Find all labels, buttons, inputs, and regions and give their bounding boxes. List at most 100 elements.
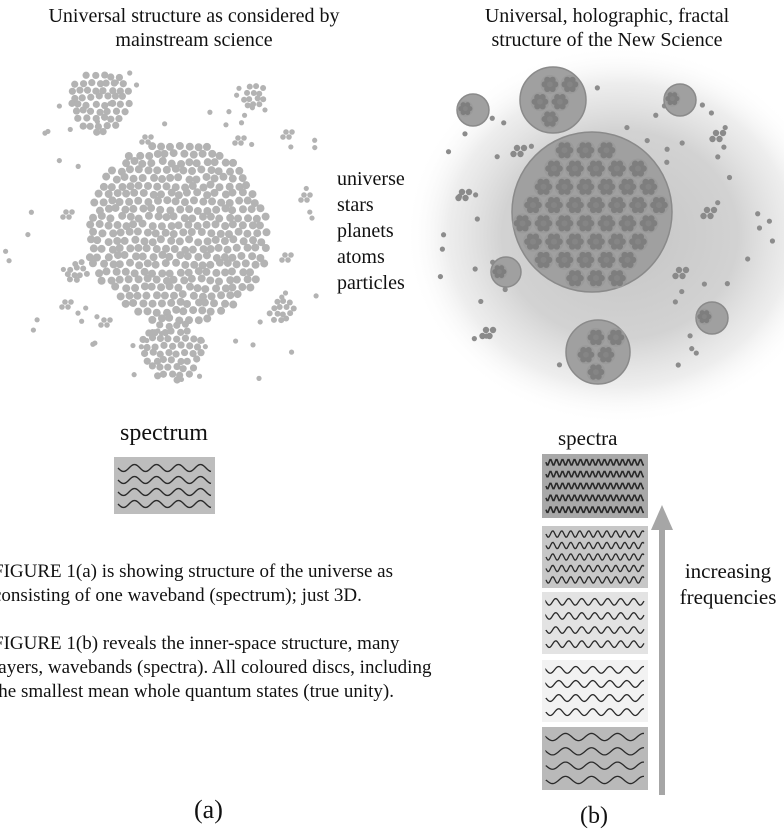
right-title: Universal, holographic, fractal structur… <box>430 4 784 52</box>
particle <box>724 281 730 287</box>
particle <box>689 346 695 352</box>
particle <box>726 174 733 181</box>
particle <box>624 124 630 131</box>
planet-cluster <box>241 83 267 109</box>
particle <box>715 154 721 160</box>
planet-disc-mid-left <box>490 256 522 288</box>
particle <box>130 342 136 349</box>
particle <box>90 341 96 347</box>
particle <box>30 327 36 333</box>
fractal-discs <box>455 66 729 385</box>
planet-disc-left <box>456 93 490 127</box>
spectrum-band-5 <box>542 727 648 790</box>
particle <box>196 373 203 379</box>
particle <box>445 149 452 155</box>
atom-flower <box>479 326 497 340</box>
particle <box>473 192 479 198</box>
particle <box>708 110 715 116</box>
particle <box>288 144 294 150</box>
particle <box>653 112 659 118</box>
star-clusters <box>59 71 313 384</box>
particle <box>675 362 681 368</box>
particle <box>56 103 62 109</box>
particle <box>25 231 31 238</box>
star-disc-top <box>519 66 587 134</box>
particle <box>312 137 318 143</box>
particle <box>471 336 477 342</box>
particle <box>238 120 245 126</box>
particle <box>250 342 256 348</box>
particle <box>721 144 727 150</box>
atom-group <box>139 134 154 145</box>
particle <box>755 211 761 217</box>
particle <box>162 121 168 127</box>
planet-disc-mid-right <box>695 301 729 335</box>
particle <box>672 299 678 305</box>
particle <box>42 130 48 136</box>
spectrum-band-3 <box>542 592 648 654</box>
particle <box>6 258 12 264</box>
universe-dots <box>85 141 271 325</box>
right-title-line2: structure of the New Science <box>491 29 723 51</box>
spectrum-waves <box>117 463 212 509</box>
legend-particles: particles <box>337 272 405 294</box>
panel-label-a: (a) <box>194 795 223 824</box>
particle <box>693 350 699 356</box>
new-science-structure <box>405 45 784 425</box>
particle <box>307 209 313 215</box>
caption-b-line2: layers, wavebands (spectra). All coloure… <box>0 657 432 678</box>
mainstream-structure <box>3 70 319 384</box>
star-cluster-bottom <box>139 320 205 384</box>
atom-flower <box>709 129 727 143</box>
particle <box>756 225 763 231</box>
star-cluster-top <box>68 71 133 136</box>
particle <box>232 338 239 344</box>
spectrum-band-4 <box>542 660 648 722</box>
increasing-frequency-arrow <box>651 505 673 795</box>
atom-group <box>59 299 74 310</box>
particle <box>437 273 444 280</box>
atom-flower <box>510 144 528 158</box>
particle <box>226 109 232 115</box>
particle <box>440 232 447 238</box>
particle <box>687 333 693 339</box>
atom-flower <box>455 188 473 202</box>
particle <box>664 159 670 165</box>
legend-planets: planets <box>337 220 394 242</box>
spectrum-label: spectrum <box>120 420 208 446</box>
atom-group <box>280 129 295 140</box>
particle <box>715 200 721 206</box>
legend-stars: stars <box>337 194 374 216</box>
legend-universe: universe <box>337 168 405 190</box>
particle <box>288 349 295 355</box>
particle <box>94 314 100 320</box>
left-title: Universal structure as considered by mai… <box>0 4 388 52</box>
atom-group <box>98 317 113 328</box>
particle <box>138 344 144 350</box>
particle <box>556 362 563 368</box>
particle <box>644 137 650 144</box>
particle <box>234 92 240 98</box>
caption-b-line3: the smallest mean whole quantum states (… <box>0 681 395 702</box>
particle <box>303 185 309 192</box>
legend-atoms: atoms <box>337 246 385 268</box>
particle <box>489 115 495 121</box>
left-title-line2: mainstream science <box>115 29 273 51</box>
universe-disc-fractal <box>511 131 673 293</box>
universe-disc <box>85 141 271 325</box>
atom-group <box>60 209 75 220</box>
arrow-label: increasing frequencies <box>672 558 784 610</box>
particle <box>309 215 315 221</box>
left-title-line1: Universal structure as considered by <box>48 5 340 27</box>
particle <box>474 216 480 222</box>
particle <box>257 319 263 325</box>
particle <box>3 248 9 254</box>
planet-cluster-right <box>266 297 297 324</box>
particle <box>236 85 242 91</box>
atom-flower <box>672 266 690 280</box>
particle <box>60 266 66 273</box>
atom-group <box>298 192 313 203</box>
particle <box>256 375 262 381</box>
particle <box>67 126 73 133</box>
particle <box>745 256 751 262</box>
